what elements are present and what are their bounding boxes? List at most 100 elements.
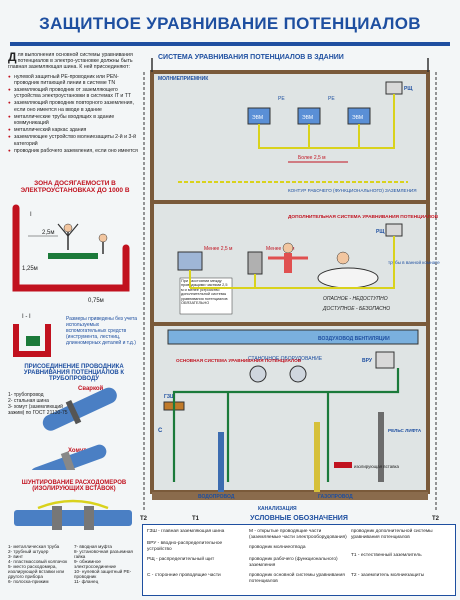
legend-item: ГЗШ - главная заземляющая шина bbox=[147, 529, 225, 534]
shunt-conductor bbox=[37, 499, 109, 510]
list-item: заземляющий проводник повторного заземле… bbox=[8, 100, 138, 112]
list-item: заземляющий проводник от заземляющего ус… bbox=[8, 87, 138, 99]
pe-label: PE bbox=[328, 96, 335, 102]
gzsh-label: ГЗШ bbox=[164, 394, 175, 400]
shunt-nut bbox=[52, 506, 62, 530]
bathtub bbox=[317, 267, 379, 289]
distribution-board bbox=[385, 223, 403, 237]
ventilation-label: ВОЗДУХОВОД ВЕНТИЛЯЦИИ bbox=[318, 336, 390, 342]
connection-list: нулевой защитный PE-проводник или PEN-пр… bbox=[8, 74, 138, 155]
dim-label: 1,25м bbox=[22, 266, 38, 272]
shunt-pipe bbox=[14, 510, 132, 526]
shunt-header: ШУНТИРОВАНИЕ РАСХОДОМЕРОВ (ИЗОЛИРУЮЩИХ В… bbox=[21, 480, 127, 492]
t1-label: T1 bbox=[192, 516, 200, 522]
machine bbox=[249, 365, 267, 383]
equipment-m bbox=[177, 251, 203, 271]
ventilation-duct bbox=[167, 329, 419, 345]
person-arm bbox=[67, 223, 79, 237]
pipe bbox=[42, 387, 117, 431]
c-label: С bbox=[158, 428, 163, 434]
gas-pipe bbox=[314, 422, 320, 492]
more-label: Более 2,5 м bbox=[298, 155, 326, 161]
foundation bbox=[152, 492, 428, 500]
safe-label: ДОСТУПНОЕ - БЕЗОПАСНО bbox=[322, 306, 390, 312]
extra-conductor bbox=[189, 236, 395, 289]
pe-label: PE bbox=[278, 96, 285, 102]
legend-item: проводник основной системы уравнивания п… bbox=[249, 573, 345, 584]
pipe-header: ПРИСОЕДИНЕНИЕ ПРОВОДНИКА УРАВНИВАНИЯ ПОТ… bbox=[23, 364, 125, 382]
contour-label: КОНТУР РАБОЧЕГО (ФУНКЦИОНАЛЬНОГО) ЗАЗЕМЛ… bbox=[288, 188, 417, 193]
busbar bbox=[65, 399, 82, 425]
t2-label: T2 bbox=[432, 516, 440, 522]
rails-label: РЕЛЬС ЛИФТА bbox=[388, 428, 422, 433]
building-header: СИСТЕМА УРАВНИВАНИЯ ПОТЕНЦИАЛОВ В ЗДАНИИ bbox=[158, 54, 344, 61]
equipment-m bbox=[247, 251, 263, 275]
section-label: I - I bbox=[22, 314, 31, 320]
t2-label: T2 bbox=[140, 516, 148, 522]
extra-system-label: ДОПОЛНИТЕЛЬНАЯ СИСТЕМА УРАВНИВАНИЯ ПОТЕН… bbox=[288, 214, 439, 220]
legend-item: проводник дополнительной системы уравнив… bbox=[351, 529, 433, 540]
danger-label: ОПАСНОЕ - НЕДОСТУПНО bbox=[323, 296, 388, 302]
person-head bbox=[63, 223, 73, 233]
rsh-label: РЩ bbox=[404, 86, 413, 92]
machines-label: СТАНОЧНОЕ ОБОРУДОВАНИЕ bbox=[248, 356, 323, 362]
building-svg: МОЛНИЕПРИЕМНИК ЭВМ ЭВМ ЭВМ РЩ PE PE Боле… bbox=[140, 58, 440, 522]
person-arm bbox=[57, 223, 69, 237]
water-pipe bbox=[218, 432, 224, 492]
title-underline bbox=[10, 42, 450, 46]
legend-item: РЩ - распределительный щит bbox=[147, 557, 215, 562]
shunt-diagram bbox=[14, 499, 132, 530]
legend-item: М - открытые проводящие части (заземляем… bbox=[249, 529, 347, 540]
main-conductor bbox=[172, 368, 400, 482]
intro-dropcap: Д bbox=[8, 50, 17, 64]
shunt-list-b: 7- вводная муфта 8- установочная разъемн… bbox=[74, 544, 133, 584]
person-head bbox=[282, 242, 294, 254]
clamp bbox=[60, 451, 76, 470]
legend: УСЛОВНЫЕ ОБОЗНАЧЕНИЯ ГЗШ - главная зазем… bbox=[142, 515, 456, 596]
reach-zone-outline bbox=[12, 204, 130, 292]
pe-conductor bbox=[258, 94, 395, 149]
zone-header: ЗОНА ДОСЯГАЕМОСТИ В ЭЛЕКТРОУСТАНОВКАХ ДО… bbox=[20, 180, 130, 194]
pipe-connection-diagram: Сваркой Хомутом bbox=[30, 385, 117, 470]
note-text-wrapper: При расстоянии между проводящими частями… bbox=[181, 279, 228, 306]
list-item: проводник рабочего заземления, если оно … bbox=[8, 148, 138, 154]
bath-pipes-label: трубы в ванной комнате bbox=[388, 259, 440, 265]
computer-label: ЭВМ bbox=[302, 115, 313, 121]
pipe-list: 1- трубопровод 2- стальная шина 3- хомут… bbox=[8, 392, 68, 416]
section-mark: I bbox=[30, 212, 32, 218]
less-label: Менее 2,5 м bbox=[266, 246, 295, 252]
main-system-label: ОСНОВНАЯ СИСТЕМА УРАВНИВАНИЯ ПОТЕНЦИАЛОВ bbox=[176, 358, 302, 363]
list-item: нулевой защитный PE-проводник или PEN-пр… bbox=[8, 74, 138, 86]
note-text: При расстоянии между проводящими частями… bbox=[181, 279, 228, 306]
person-body bbox=[284, 253, 292, 273]
list-item: металлические трубы входящих в здание ко… bbox=[8, 114, 138, 126]
page-title: ЗАЩИТНОЕ УРАВНИВАНИЕ ПОТЕНЦИАЛОВ bbox=[39, 14, 421, 33]
sewer-label: КАНАЛИЗАЦИЯ bbox=[258, 506, 297, 512]
platform bbox=[48, 253, 98, 259]
water-label: ВОДОПРОВОД bbox=[198, 494, 235, 500]
section-diagram: I - I bbox=[13, 314, 51, 357]
note-box bbox=[179, 277, 233, 315]
distribution-board bbox=[385, 81, 403, 95]
person-head bbox=[98, 233, 108, 243]
legend-item: проводник молниеотвода bbox=[249, 545, 306, 550]
legend-title: УСЛОВНЫЕ ОБОЗНАЧЕНИЯ bbox=[250, 515, 348, 522]
building-diagram: СИСТЕМА УРАВНИВАНИЯ ПОТЕНЦИАЛОВ В ЗДАНИИ… bbox=[138, 52, 456, 522]
zone-note: Размеры приведены без учета используемых… bbox=[66, 316, 138, 346]
list-item: металлический каркас здания bbox=[8, 127, 138, 133]
list-item: заземляющее устройство молниезащиты 2-й … bbox=[8, 134, 138, 146]
legend-item: С - сторонние проводящие части bbox=[147, 573, 221, 578]
intro-block: Д ля выполнения основной системы уравнив… bbox=[8, 50, 138, 155]
machine bbox=[289, 365, 307, 383]
weld-label: Сваркой bbox=[78, 385, 104, 392]
computer-label: ЭВМ bbox=[252, 115, 263, 121]
dim-label: 2,5м bbox=[42, 230, 54, 236]
dim-label: 0,75м bbox=[88, 298, 104, 304]
vru-label: ВРУ bbox=[362, 358, 373, 364]
legend-item: T2 - заземлитель молниезащиты bbox=[351, 573, 425, 578]
reach-zone-diagram: 2,5м 1,25м 0,75м I bbox=[12, 204, 130, 304]
lightning-label: МОЛНИЕПРИЕМНИК bbox=[158, 76, 209, 82]
less-label: Менее 2,5 м bbox=[204, 246, 233, 252]
legend-item: проводник рабочего (функционального) заз… bbox=[249, 557, 338, 568]
